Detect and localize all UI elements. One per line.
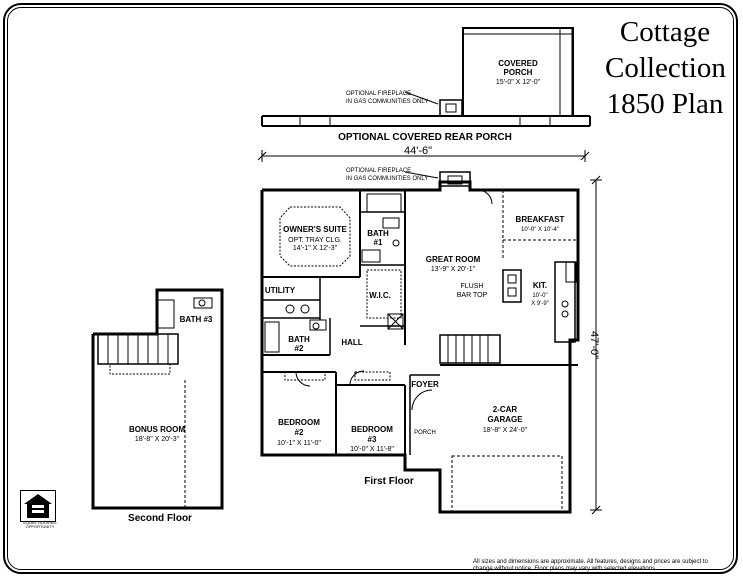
bonus-room-dims: 18'-8" X 20'-3" xyxy=(135,436,180,443)
plan-labels: COVERED PORCH 15'-0" X 12'-0" OPTIONAL F… xyxy=(128,59,600,524)
plan-title: Cottage Collection 1850 Plan xyxy=(605,14,726,122)
bath1-label: BATH xyxy=(367,229,389,238)
covered-porch-label-2: PORCH xyxy=(504,68,533,77)
garage-label-1: 2-CAR xyxy=(493,405,518,414)
equal-housing-logo: EQUAL HOUSING OPPORTUNITY xyxy=(20,490,57,530)
owners-suite-sub: OPT. TRAY CLG. xyxy=(288,237,342,244)
second-floor-caption: Second Floor xyxy=(128,513,192,524)
rear-porch-caption: OPTIONAL COVERED REAR PORCH xyxy=(338,132,512,143)
covered-porch-label: COVERED xyxy=(498,59,538,68)
eho-text: EQUAL HOUSING OPPORTUNITY xyxy=(23,520,57,529)
inner-frame xyxy=(7,7,734,570)
fireplace-note-2: IN GAS COMMUNITIES ONLY xyxy=(346,176,428,182)
title-line-3: 1850 Plan xyxy=(606,88,724,120)
first-floor-caption: First Floor xyxy=(364,476,414,487)
bedroom2-label: BEDROOM xyxy=(278,418,320,427)
bedroom2-dims: 10'-1" X 11'-0" xyxy=(277,440,321,447)
foyer-label: FOYER xyxy=(411,380,439,389)
porch-fireplace-note-1: OPTIONAL FIREPLACE xyxy=(346,91,411,97)
bath2-num: #2 xyxy=(295,344,304,353)
flush-bar-label-1: FLUSH xyxy=(461,283,484,290)
disclaimer: All sizes and dimensions are approximate… xyxy=(473,559,708,572)
bedroom3-dims: 10'-0" X 11'-8" xyxy=(350,446,394,453)
covered-porch-dims: 15'-0" X 12'-0" xyxy=(496,79,541,86)
garage-dims: 18'-8" X 24'-0" xyxy=(483,427,528,434)
flush-bar-label-2: BAR TOP xyxy=(457,292,488,299)
breakfast-dims: 10'-0" X 10'-4" xyxy=(521,227,559,233)
outer-frame xyxy=(3,3,738,574)
hall-label: HALL xyxy=(341,338,362,347)
bath3-label: BATH #3 xyxy=(180,315,213,324)
utility-label: UTILITY xyxy=(265,286,296,295)
great-room-dims: 13'-9" X 20'-1" xyxy=(431,266,476,273)
porch-label: PORCH xyxy=(414,430,436,436)
dimension-lines xyxy=(257,150,602,515)
porch-fireplace-note-2: IN GAS COMMUNITIES ONLY xyxy=(346,99,428,105)
house-icon xyxy=(20,490,56,522)
owners-suite-label: OWNER'S SUITE xyxy=(283,225,347,234)
kitchen-dims-1: 10'-0" xyxy=(532,293,547,299)
first-floor-plan xyxy=(260,171,580,514)
garage-label-2: GARAGE xyxy=(487,415,523,424)
great-room-label: GREAT ROOM xyxy=(426,255,481,264)
second-floor-plan xyxy=(91,288,224,510)
house-icon-svg xyxy=(24,494,52,518)
owners-suite-dims: 14'-1" X 12'-3" xyxy=(293,245,338,252)
bath2-label: BATH xyxy=(288,335,310,344)
title-line-1: Cottage xyxy=(619,16,711,48)
kitchen-dims-2: X 9'-9" xyxy=(531,301,549,307)
bedroom3-label: BEDROOM xyxy=(351,425,393,434)
bedroom2-num: #2 xyxy=(295,428,304,437)
wic-label: W.I.C. xyxy=(369,291,391,300)
title-line-2: Collection xyxy=(605,52,726,84)
width-dimension: 44'-6" xyxy=(404,145,432,157)
bedroom3-num: #3 xyxy=(368,435,377,444)
bath1-num: #1 xyxy=(374,238,383,247)
fireplace-note-1: OPTIONAL FIREPLACE xyxy=(346,168,411,174)
rear-porch-plan xyxy=(261,27,591,127)
breakfast-label: BREAKFAST xyxy=(516,215,565,224)
depth-dimension: 47'-0" xyxy=(588,331,600,359)
kitchen-label: KIT. xyxy=(533,281,547,290)
bonus-room-label: BONUS ROOM xyxy=(129,425,185,434)
